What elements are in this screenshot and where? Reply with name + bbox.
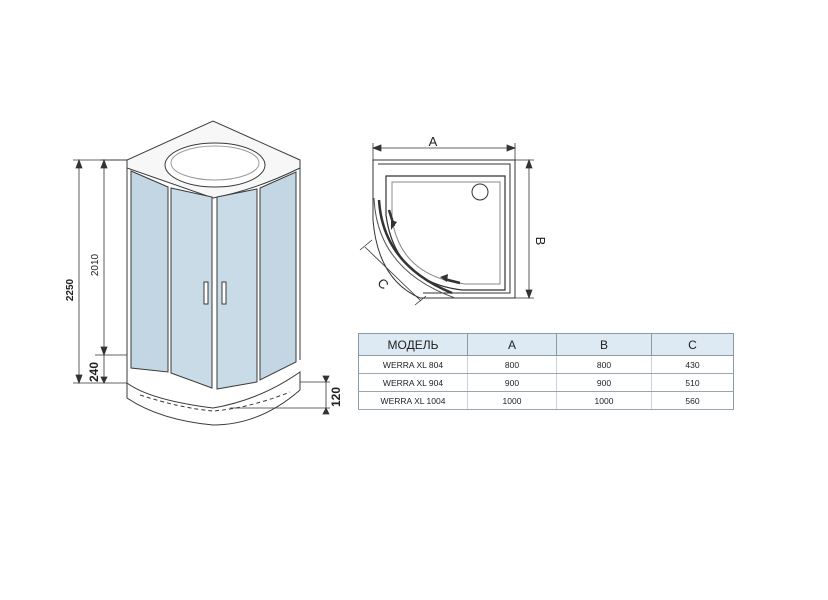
cell-b: 1000	[556, 391, 652, 410]
header-c: C	[651, 333, 734, 356]
cell-b: 900	[556, 373, 652, 392]
cell-c: 560	[651, 391, 734, 410]
plan-dimensions	[359, 143, 534, 306]
dim-total-height: 2250	[65, 278, 76, 301]
dim-a-label: A	[429, 134, 438, 149]
dim-b-label: B	[533, 237, 548, 246]
glass-panel-right	[259, 171, 297, 381]
shower-tray	[126, 371, 301, 426]
cabin-frame	[126, 160, 301, 383]
cell-model: WERRA XL 1004	[358, 391, 468, 410]
cell-model: WERRA XL 804	[358, 355, 468, 374]
plan-view	[372, 159, 516, 299]
header-a: A	[467, 333, 557, 356]
height-dimensions	[73, 158, 330, 415]
dim-c-label: C	[375, 275, 392, 292]
glass-panel-door-left	[170, 187, 213, 389]
dim-tray-step: 120	[329, 387, 343, 407]
header-model: МОДЕЛЬ	[358, 333, 468, 356]
cell-model: WERRA XL 904	[358, 373, 468, 392]
cell-a: 1000	[467, 391, 557, 410]
glass-panel-door-right	[216, 188, 258, 390]
cell-a: 900	[467, 373, 557, 392]
door-handle-left	[203, 281, 209, 305]
tray-dashed-line	[139, 391, 291, 412]
table-row: WERRA XL 1004 1000 1000 560	[358, 391, 734, 410]
plan-door-curve	[377, 199, 453, 295]
drain-icon	[471, 183, 489, 201]
dim-tray-height: 240	[87, 362, 101, 382]
cell-c: 430	[651, 355, 734, 374]
cell-a: 800	[467, 355, 557, 374]
door-handle-right	[221, 281, 227, 305]
cell-b: 800	[556, 355, 652, 374]
table-header-row: МОДЕЛЬ A B C	[358, 333, 734, 356]
glass-panel-left	[130, 170, 169, 373]
cabin-perspective-view	[126, 120, 301, 426]
dim-cabin-height: 2010	[90, 253, 101, 276]
cell-c: 510	[651, 373, 734, 392]
roof-dome	[164, 142, 266, 188]
table-row: WERRA XL 804 800 800 430	[358, 355, 734, 374]
dimensions-table: МОДЕЛЬ A B C WERRA XL 804 800 800 430 WE…	[358, 333, 734, 410]
header-b: B	[556, 333, 652, 356]
table-row: WERRA XL 904 900 900 510	[358, 373, 734, 392]
